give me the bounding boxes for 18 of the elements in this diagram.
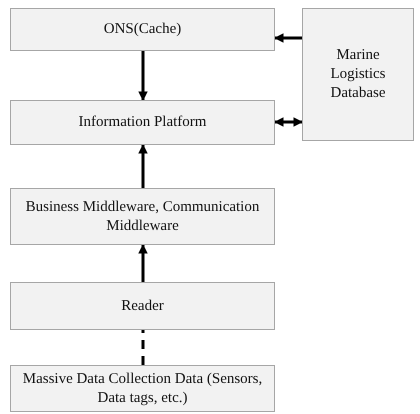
box-label: ONS(Cache) — [104, 20, 182, 39]
process-box — [302, 8, 414, 141]
process-box — [10, 282, 275, 330]
arrow — [138, 144, 148, 188]
process-box — [10, 188, 275, 245]
arrow — [138, 244, 148, 282]
arrow — [138, 51, 148, 101]
box-label: Reader — [121, 296, 164, 316]
box-label: Information Platform — [78, 113, 206, 132]
box-label: Business Middleware, Communication Middleware — [24, 198, 260, 236]
arrow — [274, 117, 303, 127]
process-box — [10, 8, 275, 51]
box-label: Marine Logistics Database — [330, 46, 386, 103]
process-box — [10, 100, 275, 145]
arrow — [274, 33, 302, 43]
process-box — [10, 365, 275, 412]
connector-line — [142, 330, 144, 365]
box-label: Massive Data Collection Data (Sensors, Data tags, etc.) — [22, 370, 264, 408]
